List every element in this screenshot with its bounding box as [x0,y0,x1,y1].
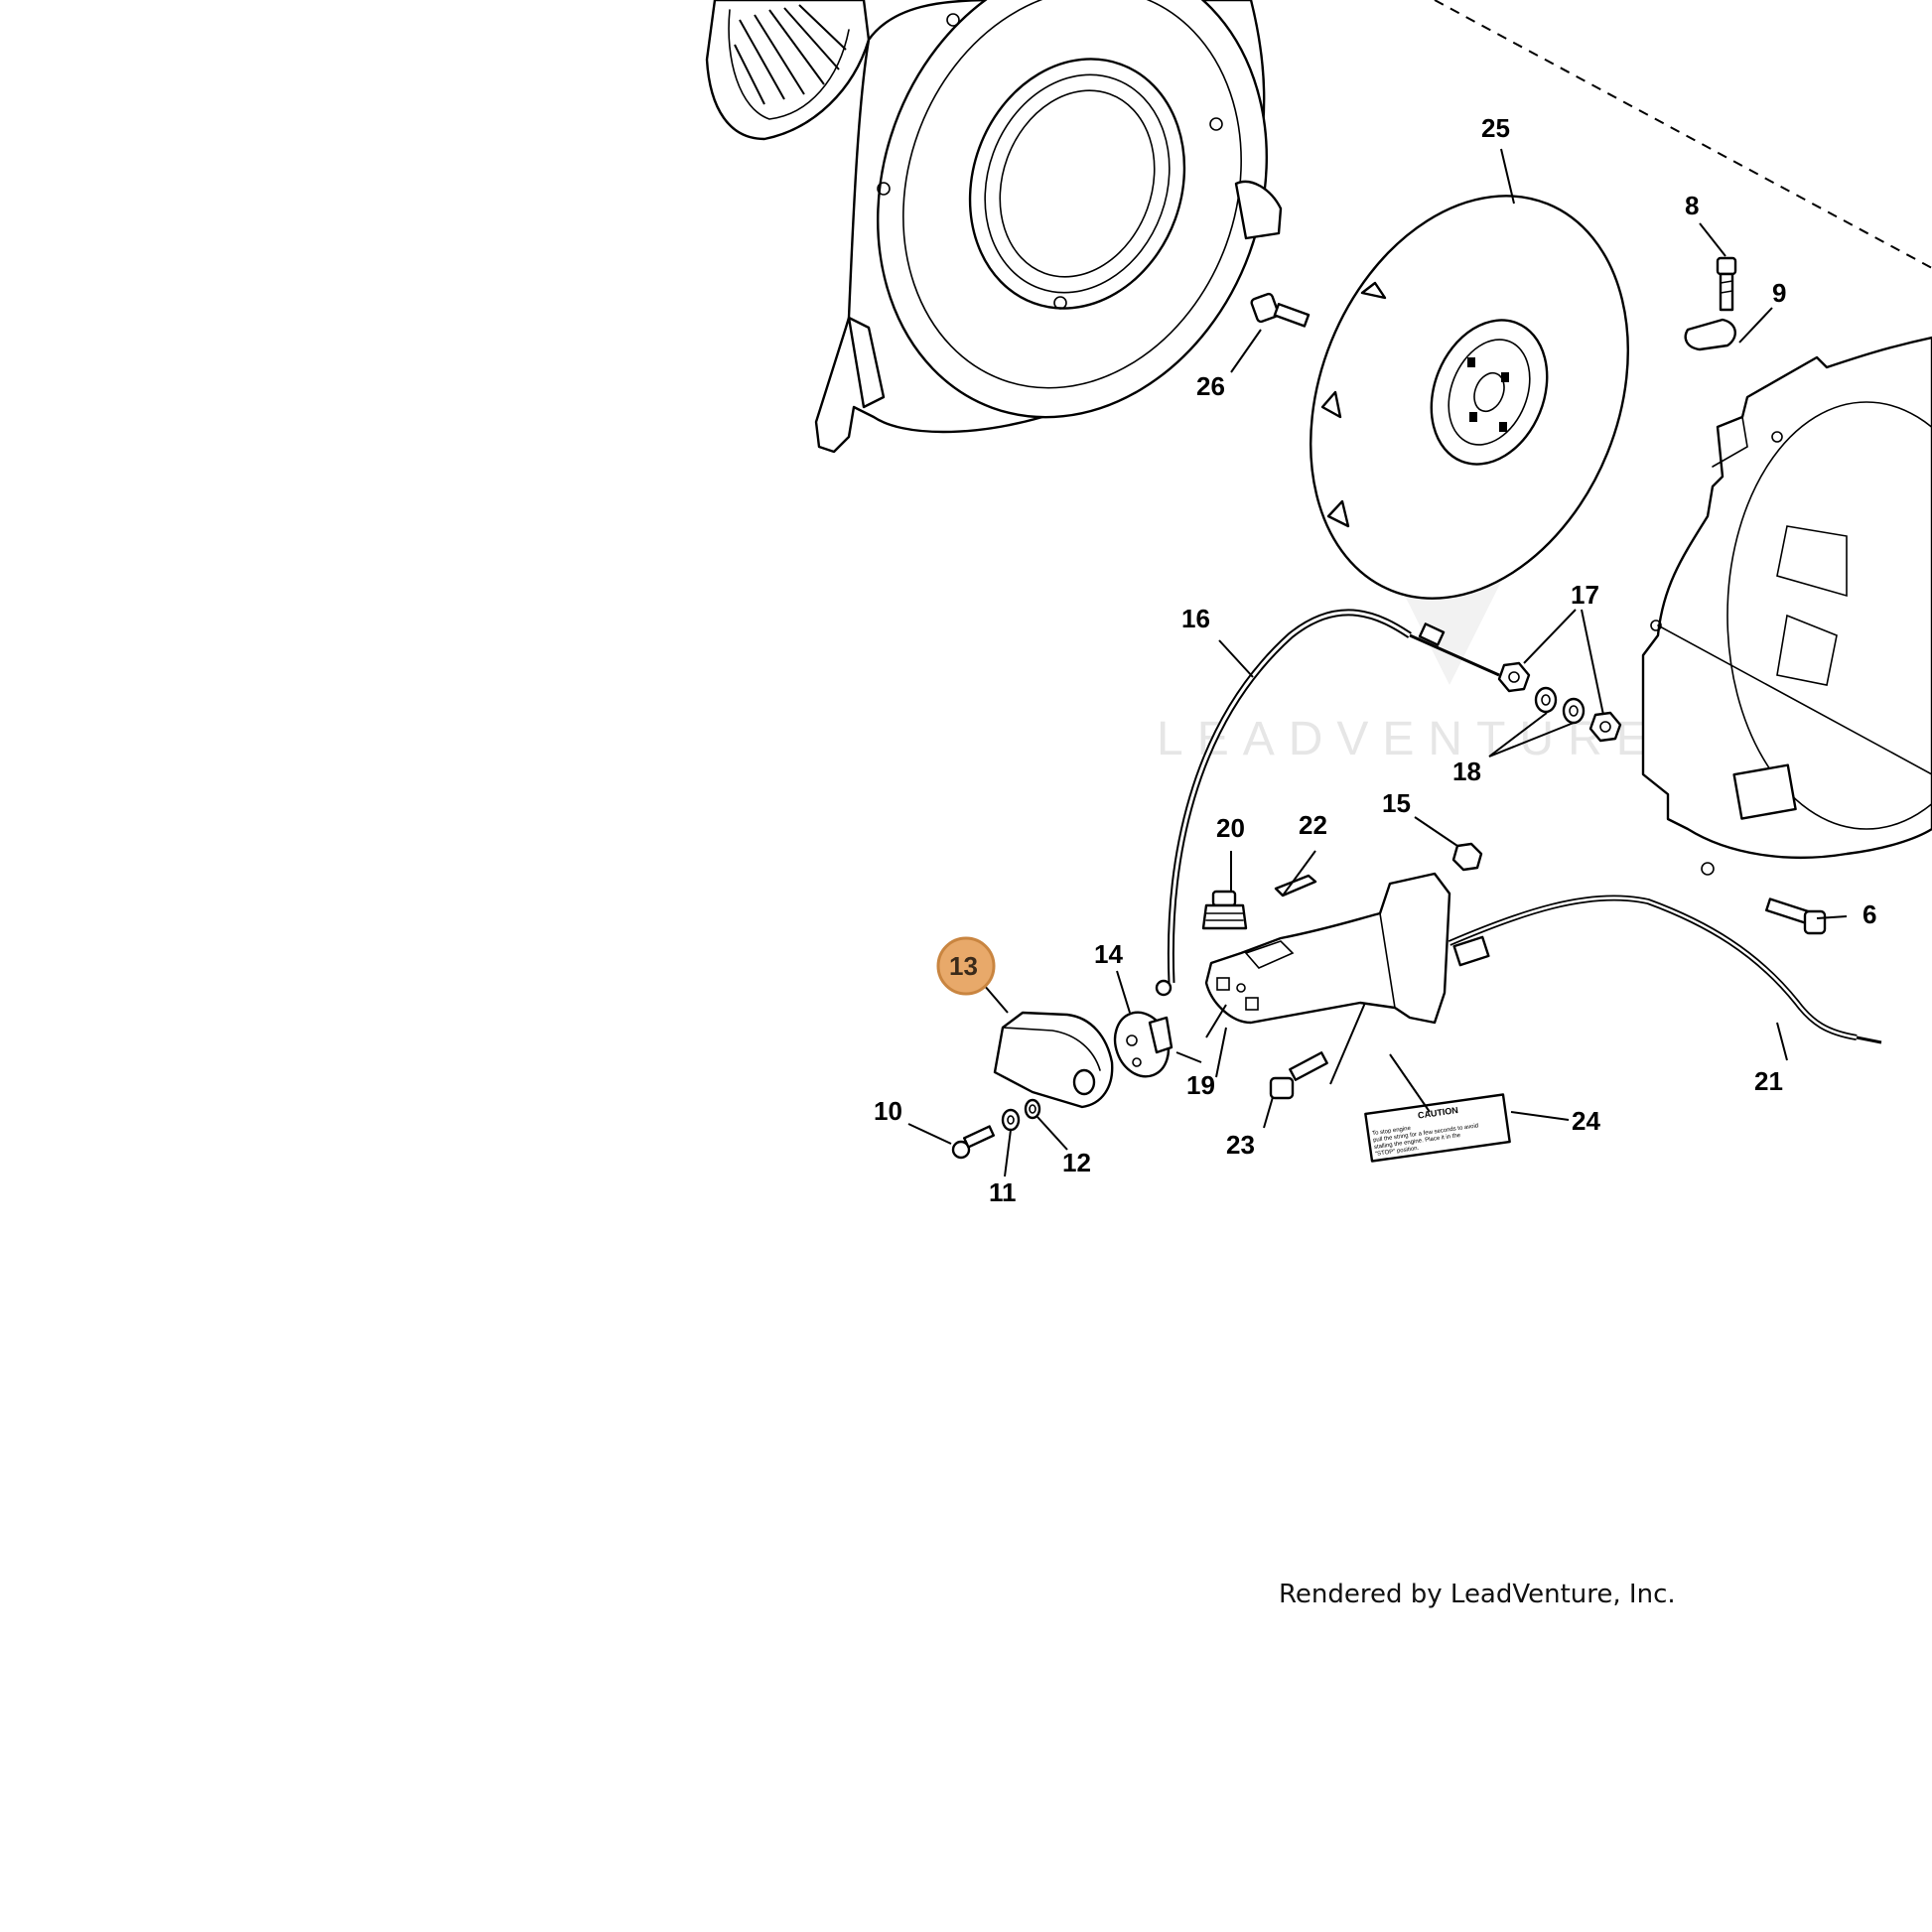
callout-24: 24 [1572,1106,1600,1136]
washer-11-part [1001,1108,1021,1132]
nut-17-right [1588,711,1622,743]
caution-line-1: To stop engine [1372,1126,1412,1137]
callout-14: 14 [1094,939,1123,969]
highlighted-callout-13[interactable]: 13 [936,936,996,996]
washer-18-right [1562,697,1586,725]
switch-20-part [1201,890,1248,930]
screw-26-part [1250,292,1311,328]
leader-lines [907,148,1848,1177]
callout-18: 18 [1452,757,1481,786]
fan-housing-part [814,0,1283,454]
highlight-circle [936,936,996,996]
callout-22: 22 [1299,810,1327,840]
watermark-text: LEADVENTURE [1157,713,1662,765]
callout-15: 15 [1382,788,1411,818]
plate-9-part [1684,318,1736,351]
render-credit: Rendered by LeadVenture, Inc. [1279,1580,1676,1609]
screw-8-part [1716,256,1737,312]
reference-dashed-line [1434,0,1932,269]
callout-6: 6 [1863,899,1876,929]
caution-label-part: CAUTION To stop engine pull the string f… [1364,1093,1511,1163]
callout-9: 9 [1772,278,1786,308]
callout-23: 23 [1226,1130,1255,1160]
nut-17-left [1497,661,1531,693]
callout-labels: 25 26 8 9 16 17 18 15 20 22 6 21 14 19 2… [874,113,1876,1207]
impeller-fan-part [1310,195,1629,600]
washer-12-part [1024,1098,1041,1120]
nut-15-part [1451,842,1483,872]
callout-16: 16 [1181,604,1210,633]
callout-11: 11 [989,1177,1017,1207]
callout-20: 20 [1216,813,1245,843]
callout-8: 8 [1685,191,1699,220]
grille-cover-part [705,0,871,141]
callout-13: 13 [949,951,978,981]
callout-26: 26 [1196,371,1225,401]
lever-14-part [1113,1011,1173,1078]
blower-housing-part [1641,336,1932,876]
washer-18-left [1534,686,1558,714]
cable-16-part [1155,609,1500,997]
screw-6-part [1765,897,1827,935]
handle-bracket-part [1204,872,1451,1025]
callout-25: 25 [1481,113,1510,143]
throttle-trigger-part [993,1011,1114,1109]
callout-10: 10 [874,1096,902,1126]
screw-23-part [1269,1051,1328,1100]
screw-10-part [951,1125,996,1160]
callout-12: 12 [1062,1148,1091,1177]
cable-21-part [1448,895,1882,1044]
callout-17: 17 [1571,580,1599,610]
callout-19: 19 [1186,1070,1215,1100]
callout-21: 21 [1754,1066,1783,1096]
